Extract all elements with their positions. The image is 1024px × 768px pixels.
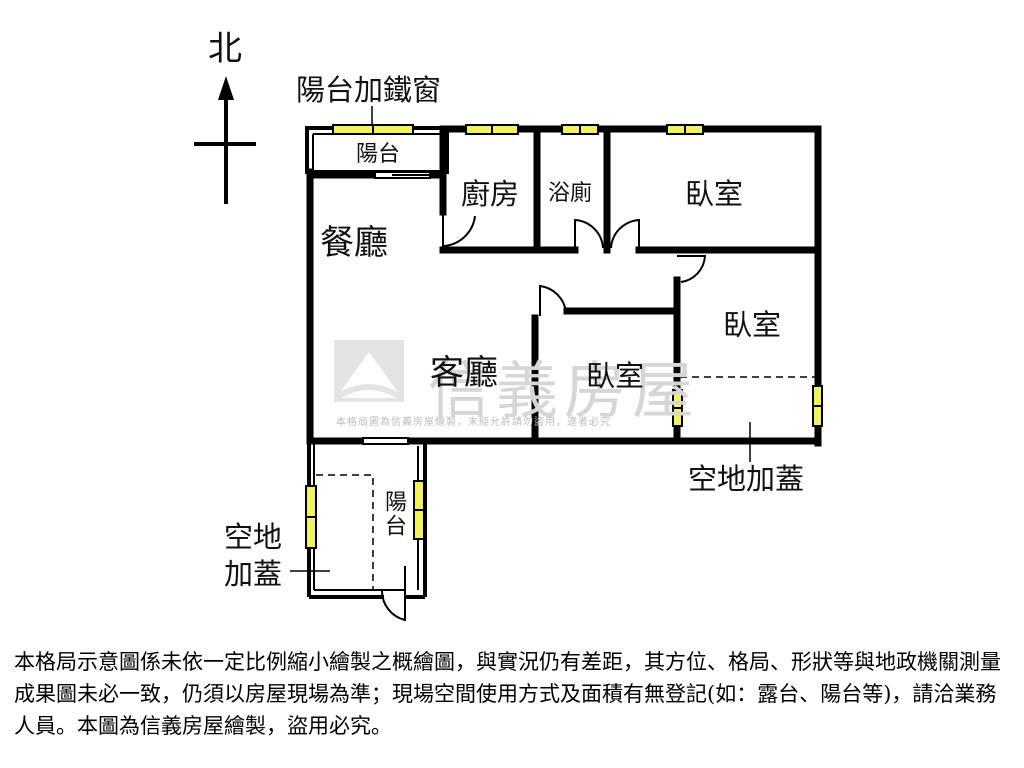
room-label-dining-room: 餐廳 [320, 223, 388, 263]
window-right [812, 385, 823, 427]
dashed-lines [316, 376, 815, 590]
room-label-balcony-iron-window: 陽台加鐵窗 [296, 73, 442, 107]
room-label-balcony-top: 陽台 [356, 142, 401, 167]
watermark-logo [334, 340, 404, 402]
disclaimer-text: 本格局示意圖係未依一定比例縮小繪製之概繪圖，與實況仍有差距，其方位、格局、形狀等… [14, 650, 1001, 738]
floor-plan [194, 76, 823, 622]
room-label-covered-space-left-2: 加蓋 [224, 557, 283, 591]
sliding-door-bottom [362, 437, 409, 445]
window-left-balcony [305, 485, 317, 549]
window-bedroom-top [666, 124, 704, 135]
watermark-fine-print: 本格局圖為信義房屋繪製，未經允許請勿盜用，違者必究 [336, 417, 611, 428]
room-label-covered-space-right: 空地加蓋 [688, 462, 805, 496]
north-arrow-icon [194, 76, 256, 204]
north-label: 北 [208, 29, 242, 69]
room-label-covered-space-left-1: 空地 [224, 520, 283, 554]
room-label-bathroom: 浴廁 [548, 181, 593, 206]
window-balcony-top [332, 124, 414, 135]
room-label-living-room: 客廳 [430, 353, 498, 393]
window-kitchen [465, 124, 519, 135]
window-bottom-balcony [413, 480, 425, 540]
watermark-brand: 信義房屋 [428, 354, 701, 427]
room-label-balcony-bottom: 陽台 [381, 490, 406, 538]
sliding-door-top [374, 171, 431, 179]
room-label-bedroom-middle: 臥室 [586, 359, 645, 393]
windows [305, 124, 823, 549]
room-label-kitchen: 廚房 [461, 177, 520, 211]
room-label-bedroom-top-right: 臥室 [685, 177, 744, 211]
balcony-bottom-walls [307, 441, 427, 599]
window-bathroom [561, 124, 599, 135]
window-bedroom-middle [672, 389, 683, 427]
room-label-bedroom-right: 臥室 [723, 308, 782, 342]
doors [380, 212, 707, 622]
